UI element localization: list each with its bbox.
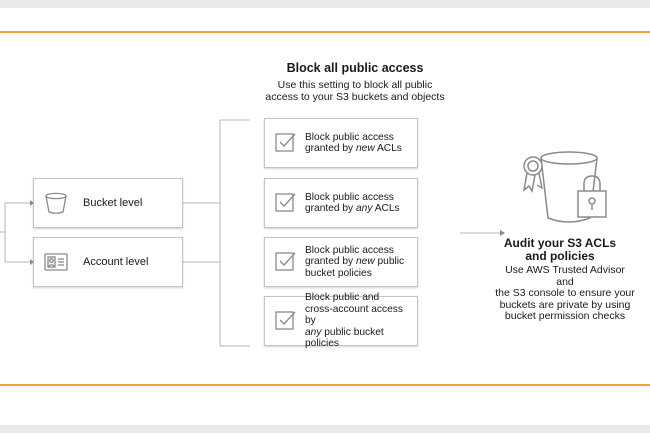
checkbox-check-icon [275, 191, 297, 213]
audit-title: Audit your S3 ACLs and policies [495, 237, 625, 263]
option-line-1: Block public access [305, 131, 394, 143]
bucket-icon [43, 190, 69, 216]
option-line-1: Block public access [305, 191, 394, 203]
checkbox-check-icon [275, 131, 297, 153]
option-line-2: granted by any ACLs [305, 203, 400, 214]
option-line-2: granted by new ACLs [305, 143, 402, 154]
audit-desc-line-4: bucket permission checks [504, 310, 626, 322]
option-text: Block public and cross-account access by… [305, 292, 413, 349]
option-line-1: Block public and [305, 292, 380, 304]
audit-desc-line-1: Use AWS Trusted Advisor and [505, 264, 625, 288]
bucket-level-box: Bucket level [33, 178, 183, 228]
checkbox-check-icon [275, 250, 297, 272]
checkbox-check-icon [275, 309, 297, 331]
option-line-1: Block public access [305, 244, 394, 256]
bucket-level-label: Bucket level [83, 197, 143, 209]
option-line-2: cross-account access by [305, 303, 403, 327]
option-text: Block public access granted by new publi… [305, 238, 413, 286]
option-line-2: granted by new public [305, 256, 405, 268]
option-block-any-acls: Block public access granted by any ACLs [264, 178, 418, 228]
option-text: Block public access granted by new ACLs [305, 119, 413, 167]
option-block-cross-account-any-public-policies: Block public and cross-account access by… [264, 292, 418, 349]
option-text: Block public access granted by any ACLs [305, 179, 413, 227]
id-card-icon [43, 249, 69, 275]
option-line-3: bucket policies [305, 267, 372, 279]
option-block-new-public-bucket-policies: Block public access granted by new publi… [264, 237, 418, 287]
audit-desc-line-3: buckets are private by using [499, 298, 631, 311]
audit-desc-line-2: the S3 console to ensure your [495, 287, 635, 299]
subtitle-line-1: Use this setting to block all public [277, 79, 433, 91]
option-line-3: any public bucket policies [305, 326, 384, 350]
top-accent-rule [0, 31, 650, 33]
diagram-title: Block all public access [286, 61, 424, 75]
audit-description: Use AWS Trusted Advisor and the S3 conso… [495, 264, 635, 323]
diagram-subtitle: Use this setting to block all public acc… [240, 79, 470, 103]
bottom-accent-rule [0, 384, 650, 386]
option-block-new-acls: Block public access granted by new ACLs [264, 118, 418, 168]
bucket-lock-audit-icon [514, 146, 624, 231]
audit-title-line-2: and policies [525, 249, 595, 263]
audit-title-line-1: Audit your S3 ACLs [503, 236, 617, 250]
account-level-box: Account level [33, 237, 183, 287]
account-level-label: Account level [83, 256, 149, 268]
subtitle-line-2: access to your S3 buckets and objects [265, 91, 445, 103]
